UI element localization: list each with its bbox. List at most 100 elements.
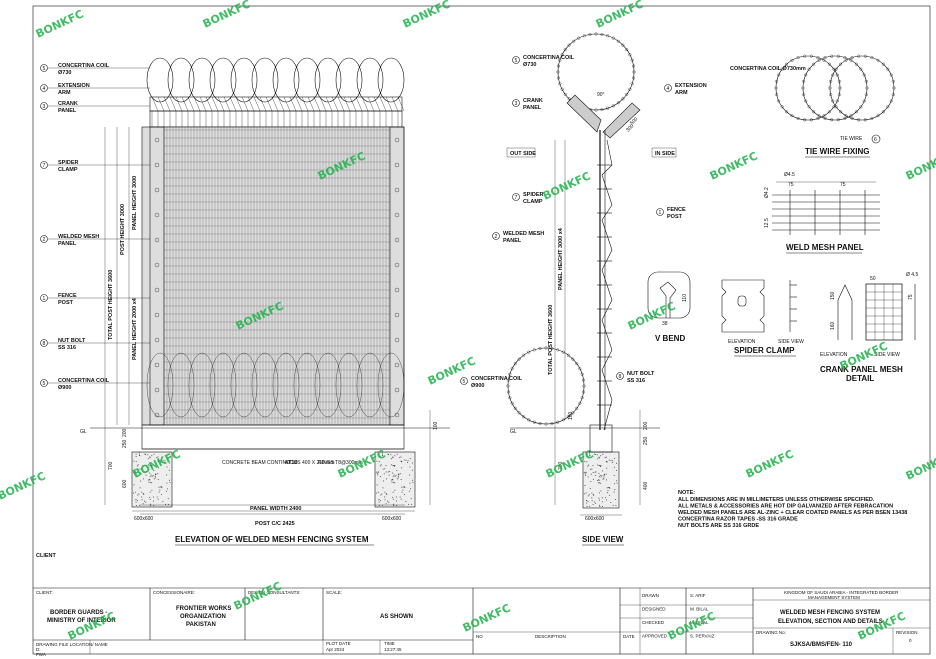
side-d100: 100	[568, 411, 574, 420]
side-callout-label: Ø730	[523, 62, 536, 68]
concertina-coil-top	[146, 57, 405, 103]
notes-line: ALL METALS & ACCESSORIES ARE HOT DIP GAL…	[678, 504, 893, 510]
crank-d45: Ø 4.5	[906, 272, 918, 278]
crank-d50: 50	[870, 276, 876, 282]
wm-75b: 75	[840, 182, 846, 188]
tb-time-h: TIME	[384, 641, 395, 646]
tb-sheet-title-1: WELDED MESH FENCING SYSTEM	[780, 610, 880, 616]
elev-d100: 100	[433, 421, 439, 430]
elev-callout-num: 5	[43, 66, 46, 72]
tb-drive: D:	[36, 647, 41, 652]
elev-callout-num: 1	[43, 296, 46, 302]
side-d700: 700	[558, 461, 564, 470]
side-callout-num: 2	[495, 234, 498, 240]
side-callout-num: 1	[659, 210, 662, 216]
tb-rev-h: NO	[476, 634, 483, 639]
elev-callout-label: CRANK	[58, 101, 78, 107]
tb-role: CHECKED	[642, 620, 665, 625]
elev-d700: 700	[108, 461, 114, 470]
elev-callout-label: PANEL	[58, 108, 77, 114]
tb-revision-h: REVISION	[896, 630, 918, 635]
tb-date-h: DATE	[623, 634, 635, 639]
watermark-text: BONKFC	[0, 469, 48, 502]
tb-sheet-title-2: ELEVATION, SECTION AND DETAILS	[778, 619, 883, 625]
tb-concessionaire-3: PAKISTAN	[186, 622, 216, 628]
notes: NOTE: ALL DIMENSIONS ARE IN MILLIMETERS …	[678, 490, 907, 529]
elev-callout-label: WELDED MESH	[58, 234, 99, 240]
crank-detail-title-2: DETAIL	[846, 374, 874, 383]
v-bend-detail: 110 38 V BEND	[647, 271, 691, 343]
side-callout-label: WELDED MESH	[503, 231, 544, 237]
weld-mesh-title: WELD MESH PANEL	[786, 243, 864, 252]
tb-plot-date: Apr 2024	[326, 647, 345, 652]
tb-scale-h: SCALE:	[326, 590, 342, 595]
side-callout-label: CRANK	[523, 98, 543, 104]
elev-panel-height-main: PANEL HEIGHT 3000	[132, 176, 138, 230]
elev-callout-num: 3	[43, 104, 46, 110]
crank-d150: 150	[830, 291, 836, 300]
tb-role: DRAWN	[642, 593, 659, 598]
elev-d250: 250	[122, 439, 128, 448]
side-callout-label: FENCE	[667, 207, 686, 213]
elev-panel-height-2: PANEL HEIGHT 2000 x4	[132, 297, 138, 360]
watermark-text: BONKFC	[904, 449, 936, 482]
elev-callout-label: NUT BOLT	[58, 338, 86, 344]
side-callout-label: SS 316	[627, 378, 645, 384]
crank-d75: 75	[908, 294, 914, 300]
elev-callout-label: CLAMP	[58, 167, 78, 173]
spider-clamp-detail: ELEVATION SIDE VIEW SPIDER CLAMP	[721, 279, 804, 357]
side-total-post-height: TOTAL POST HEIGHT 3600	[548, 305, 554, 375]
watermark-text: BONKFC	[744, 447, 796, 480]
title-block: CLIENT: BORDER GUARDS - MINISTRY OF INTE…	[33, 588, 930, 657]
side-callout-label: PANEL	[523, 105, 542, 111]
tie-wire-fixing: CONCERTINA COIL Ø730mm TIE WIRE 6 TIE WI…	[730, 54, 896, 158]
tb-plot-date-h: PLOT DATE	[326, 641, 351, 646]
tb-drawing-file-h: DRAWING FILE LOCATION/ NAME	[36, 642, 108, 647]
notes-line: CONCERTINA RAZOR TAPES -SS 316 GRADE	[678, 517, 798, 523]
elev-rings: RINGS T8@300mm	[318, 460, 363, 466]
spider-elev: ELEVATION	[728, 339, 756, 345]
elev-callout-label: SPIDER	[58, 160, 79, 166]
tie-coil-label: CONCERTINA COIL Ø730mm	[730, 66, 806, 72]
notes-line: ALL DIMENSIONS ARE IN MILLIMETERS UNLESS…	[678, 497, 875, 503]
vbend-38: 38	[662, 321, 668, 327]
side-callout-label: CONCERTINA COIL	[471, 376, 523, 382]
crank-panel-detail: Ø 4.5 150 160 75 50 ELEVATION SIDE VIEW …	[820, 272, 918, 383]
watermark-text: BONKFC	[426, 354, 478, 387]
side-view-title: SIDE VIEW	[582, 535, 624, 544]
wm-4: Ø4.2	[764, 187, 770, 198]
tb-drawing-no-h: DRAWING No:	[756, 630, 786, 635]
tb-revision: 0	[909, 638, 912, 643]
watermark-text: BONKFC	[232, 579, 284, 612]
elev-callout-num: 7	[43, 163, 46, 169]
side-d500: 500	[629, 116, 639, 126]
side-callout-num: 8	[619, 374, 622, 380]
tb-client-1: BORDER GUARDS -	[50, 610, 107, 616]
elevation-title: ELEVATION OF WELDED MESH FENCING SYSTEM	[175, 535, 369, 544]
wm-wire: Ø4.5	[784, 172, 795, 178]
elev-callout-num: 5	[43, 381, 46, 387]
tie-wire-title: TIE WIRE FIXING	[805, 147, 869, 156]
watermark-text: BONKFC	[34, 7, 86, 40]
tb-drawing-no: SJKSA/BMS/FEN- 110	[790, 642, 853, 648]
wm-75a: 75	[788, 182, 794, 188]
elev-post-cc: POST C/C 2425	[255, 521, 295, 527]
elev-callout-label: Ø900	[58, 385, 71, 391]
side-gl: GL	[510, 429, 517, 435]
tb-concessionaire-h: CONCESSIONAIRE:	[153, 590, 195, 595]
side-callout-num: 7	[515, 195, 518, 201]
vbend-110: 110	[682, 294, 688, 302]
wm-12: 12.5	[764, 218, 770, 228]
elev-callout-label: FENCE	[58, 293, 77, 299]
side-callout-label: CONCERTINA COIL	[523, 55, 575, 61]
side-callout-label: EXTENSION	[675, 83, 707, 89]
side-callout-num: 5	[515, 58, 518, 64]
crank-detail-title-1: CRANK PANEL MESH	[820, 365, 903, 374]
side-callout-num: 3	[515, 101, 518, 107]
side-outside: OUT SIDE	[510, 151, 536, 157]
v-bend-title: V BEND	[655, 334, 685, 343]
elev-concrete-beam: CONCRETE BEAM CONTINUOUS 400 X 250 mm	[222, 460, 335, 466]
